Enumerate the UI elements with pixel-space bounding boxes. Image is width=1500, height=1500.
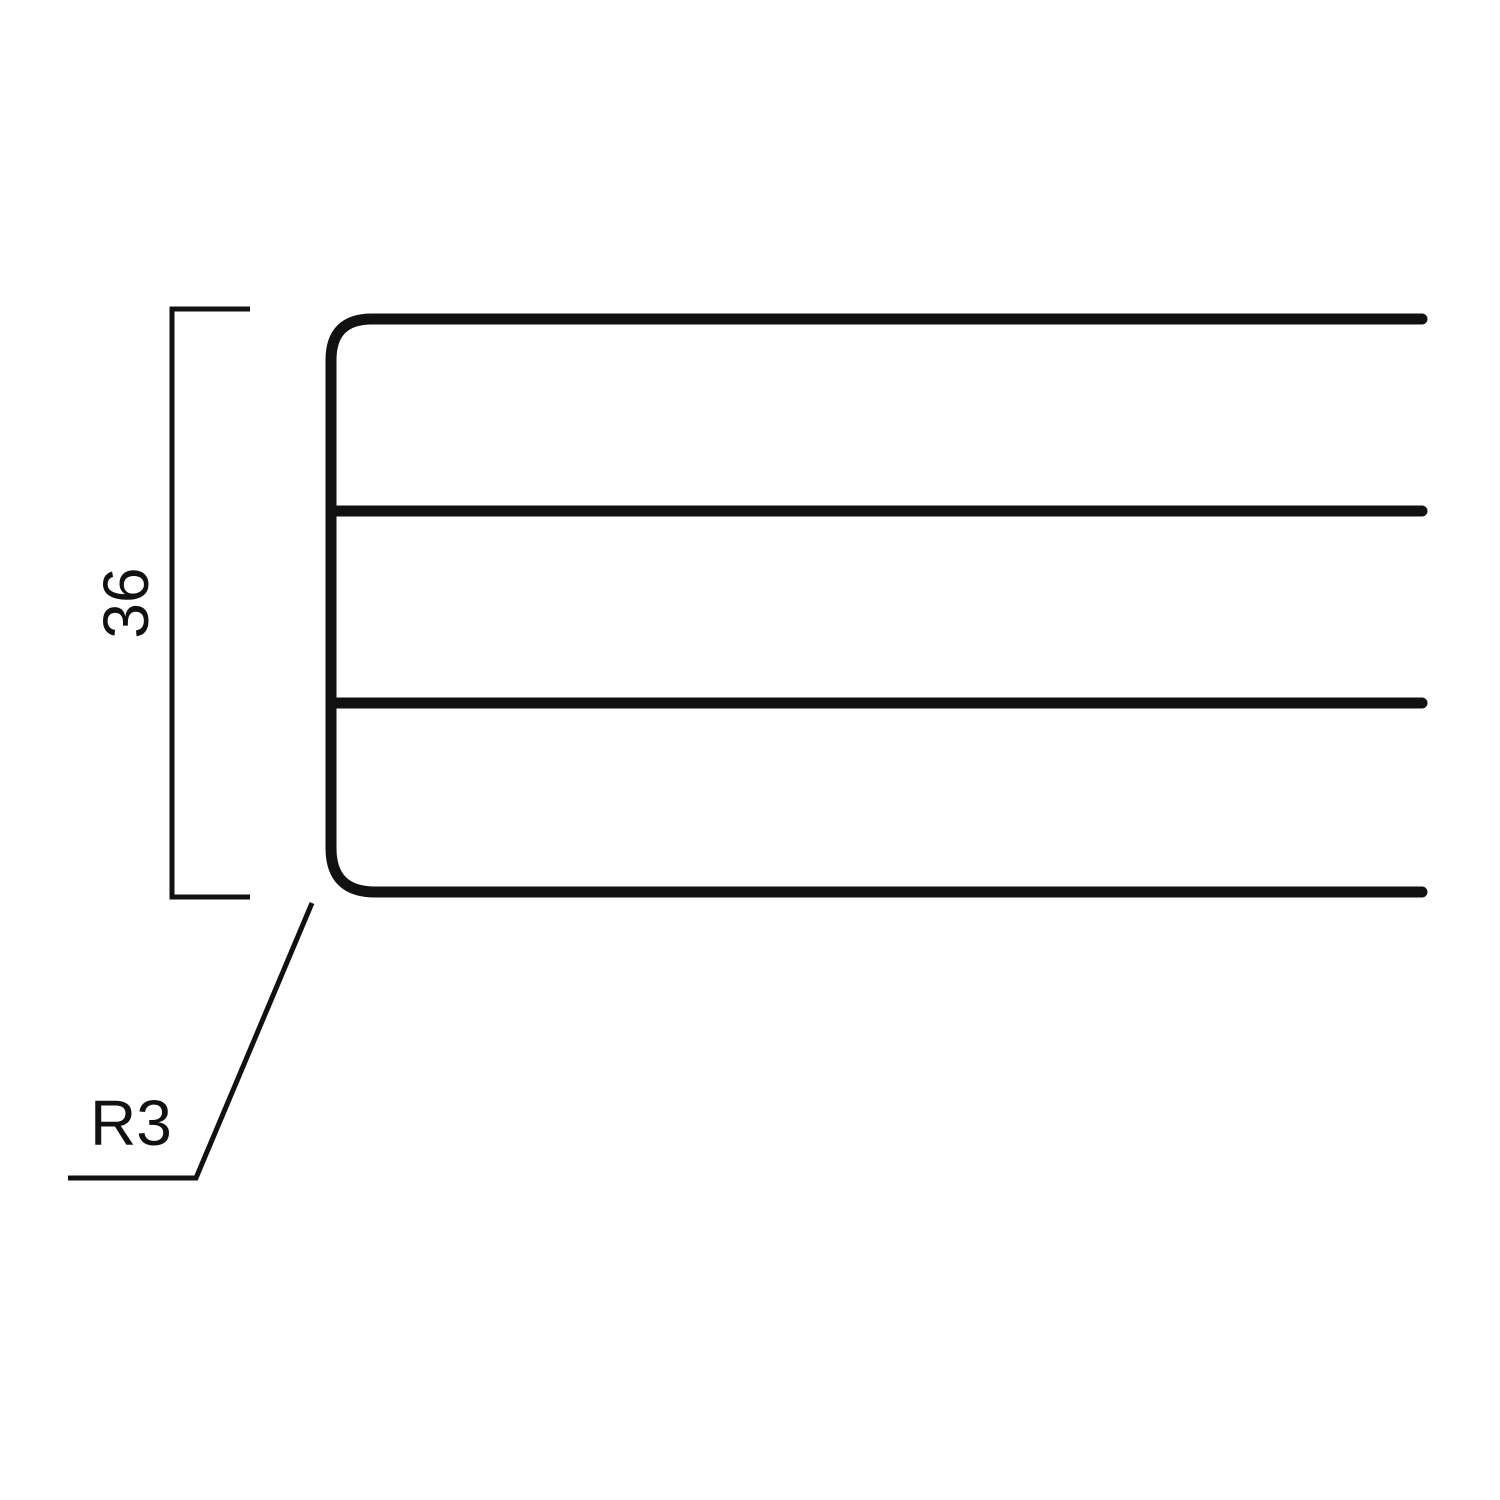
radius-label: R3 <box>90 1087 172 1159</box>
height-dimension-bracket <box>169 306 250 900</box>
profile-outline <box>325 313 1428 898</box>
height-dimension-label: 36 <box>90 567 162 638</box>
radius-leader-line <box>68 902 315 1181</box>
